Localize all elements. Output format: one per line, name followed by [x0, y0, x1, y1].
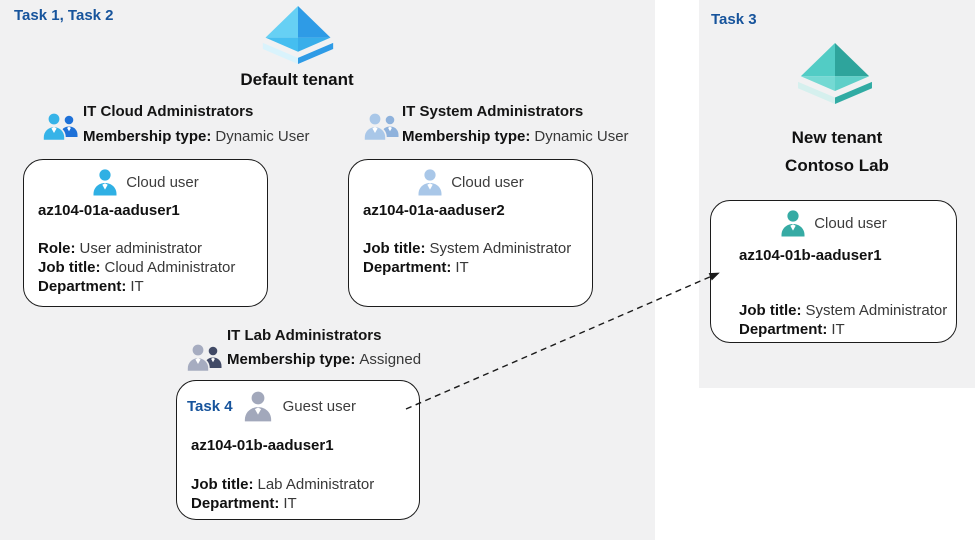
new-tenant-title: New tenant Contoso Lab: [700, 124, 974, 180]
user-card-aaduser2: Cloud user az104-01a-aaduser2 Job title:…: [348, 159, 593, 307]
membership-type-label: Membership type:: [402, 128, 531, 145]
guest-user-icon: [243, 390, 273, 422]
detail-value: IT: [455, 259, 469, 276]
group-membership-it-lab-admins: Membership type:Assigned: [227, 351, 421, 368]
membership-type-value: Dynamic User: [534, 128, 629, 145]
cloud-user-icon: [417, 168, 443, 196]
user-type-label: Cloud user: [126, 173, 199, 191]
group-users-blue-icon: [42, 110, 78, 142]
user-type-label: Cloud user: [451, 173, 524, 191]
detail-value: System Administrator: [805, 302, 948, 319]
group-title-it-cloud-admins: IT Cloud Administrators: [83, 103, 254, 120]
detail-label: Job title:: [191, 476, 254, 493]
detail-label: Job title:: [38, 259, 101, 276]
detail-label: Department:: [38, 278, 127, 295]
card-header: Cloud user: [24, 168, 267, 196]
detail-label: Job title:: [363, 240, 426, 257]
default-tenant-title: Default tenant: [240, 70, 354, 89]
user-name: az104-01a-aaduser2: [363, 202, 505, 219]
user-details: Role:User administrator Job title:Cloud …: [38, 239, 235, 296]
user-details: Job title:System Administrator Departmen…: [739, 301, 947, 339]
user-details: Job title:Lab Administrator Department:I…: [191, 475, 374, 513]
detail-value: Cloud Administrator: [104, 259, 236, 276]
detail-label: Department:: [191, 495, 280, 512]
detail-label: Role:: [38, 240, 76, 257]
task-3-label: Task 3: [711, 11, 757, 28]
user-name: az104-01b-aaduser1: [191, 437, 334, 454]
detail-value: IT: [831, 321, 845, 338]
group-title-it-lab-admins: IT Lab Administrators: [227, 327, 382, 344]
detail-value: IT: [130, 278, 144, 295]
detail-value: User administrator: [79, 240, 203, 257]
user-type-label: Cloud user: [814, 214, 887, 232]
group-membership-it-system-admins: Membership type:Dynamic User: [402, 128, 629, 145]
cloud-user-icon: [780, 209, 806, 237]
azure-ad-tenant-teal-icon: [796, 43, 874, 104]
user-name: az104-01a-aaduser1: [38, 202, 180, 219]
task-1-2-label: Task 1, Task 2: [14, 7, 114, 24]
detail-label: Department:: [739, 321, 828, 338]
user-type-label: Guest user: [282, 397, 356, 415]
group-membership-it-cloud-admins: Membership type:Dynamic User: [83, 128, 310, 145]
card-header: Task 4 Guest user: [187, 390, 356, 422]
new-tenant-title-line2: Contoso Lab: [785, 156, 889, 175]
new-tenant-title-line1: New tenant: [791, 128, 883, 147]
cloud-user-icon: [92, 168, 118, 196]
azure-ad-tenant-blue-icon: [257, 6, 339, 64]
group-users-gray-icon: [186, 341, 222, 373]
membership-type-label: Membership type:: [227, 351, 356, 368]
card-header: Cloud user: [711, 209, 956, 237]
user-details: Job title:System Administrator Departmen…: [363, 239, 571, 277]
group-title-it-system-admins: IT System Administrators: [402, 103, 584, 120]
guest-user-card: Task 4 Guest user az104-01b-aaduser1 Job…: [176, 380, 420, 520]
detail-value: Lab Administrator: [257, 476, 375, 493]
card-header: Cloud user: [349, 168, 592, 196]
new-tenant-user-card: Cloud user az104-01b-aaduser1 Job title:…: [710, 200, 957, 343]
membership-type-value: Dynamic User: [215, 128, 310, 145]
detail-label: Department:: [363, 259, 452, 276]
group-users-pale-icon: [363, 110, 399, 142]
detail-value: System Administrator: [429, 240, 572, 257]
detail-label: Job title:: [739, 302, 802, 319]
task-4-label: Task 4: [187, 397, 233, 415]
user-name: az104-01b-aaduser1: [739, 247, 882, 264]
membership-type-value: Assigned: [359, 351, 422, 368]
user-card-aaduser1: Cloud user az104-01a-aaduser1 Role:User …: [23, 159, 268, 307]
detail-value: IT: [283, 495, 297, 512]
membership-type-label: Membership type:: [83, 128, 212, 145]
